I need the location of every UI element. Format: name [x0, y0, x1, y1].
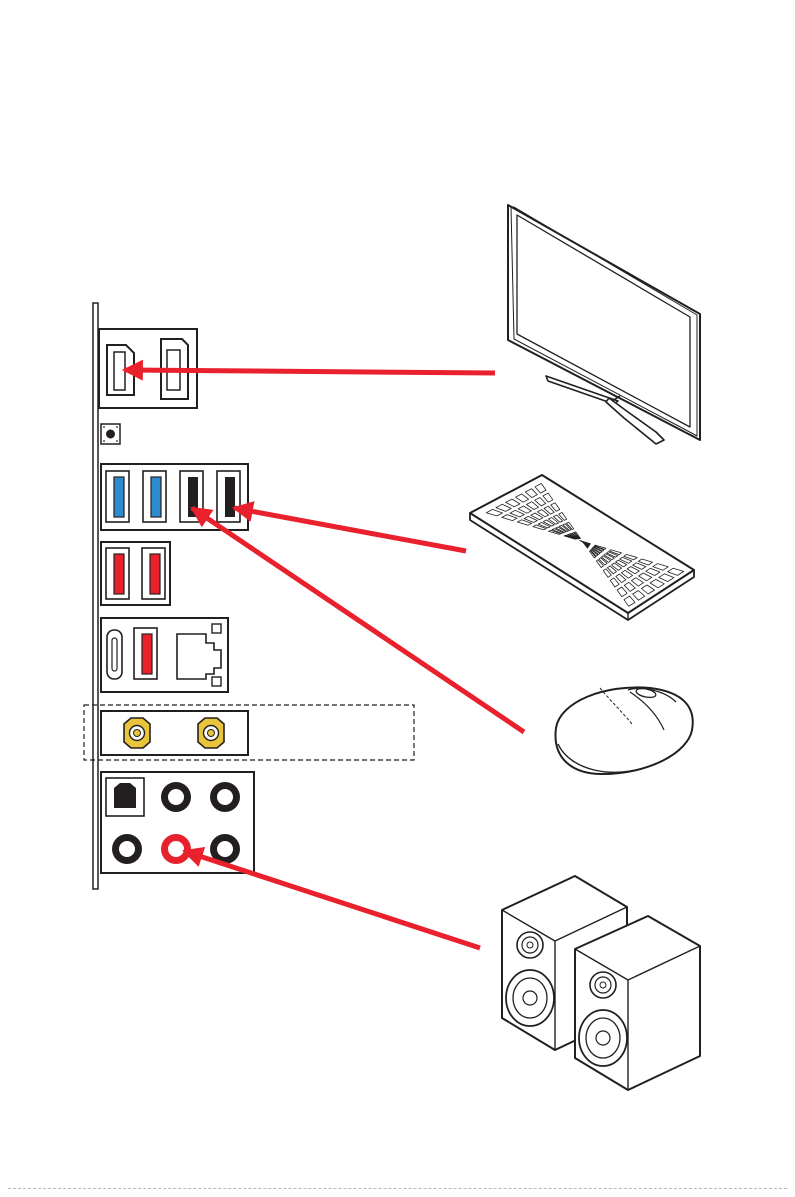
- monitor-to-hdmi-arrow: [124, 370, 495, 373]
- usb-black-port[interactable]: [217, 471, 240, 522]
- monitor-icon: [508, 205, 700, 444]
- page-edge-rule: [8, 1188, 787, 1189]
- mouse-icon: [555, 687, 692, 774]
- usb-red-port[interactable]: [142, 548, 165, 599]
- keyboard-icon: [470, 475, 694, 620]
- keyboard-to-usb-arrow: [234, 508, 466, 551]
- usb-type-c-port[interactable]: [107, 630, 122, 679]
- lan-port[interactable]: [177, 624, 221, 686]
- wifi-antenna-connector[interactable]: [198, 718, 224, 748]
- optical-spdif-port[interactable]: [106, 778, 144, 816]
- audio-jack[interactable]: [161, 782, 191, 812]
- wifi-antenna-block: [84, 705, 414, 760]
- usb-red-port[interactable]: [134, 628, 157, 679]
- wifi-antenna-connector[interactable]: [124, 718, 150, 748]
- clear-cmos-button[interactable]: [101, 424, 120, 444]
- audio-jack[interactable]: [210, 782, 240, 812]
- io-panel: [84, 303, 414, 889]
- usb-lan-block: [101, 618, 228, 692]
- usb-block-red: [101, 542, 170, 605]
- audio-block: [101, 772, 254, 873]
- usb-red-port[interactable]: [106, 548, 129, 599]
- speakers-icon: [502, 876, 700, 1090]
- speaker-right: [575, 916, 700, 1090]
- audio-line-out-jack[interactable]: [161, 834, 191, 864]
- audio-jack[interactable]: [112, 834, 142, 864]
- usb-block-top: [101, 464, 248, 530]
- usb-blue-port[interactable]: [143, 471, 166, 522]
- usb-blue-port[interactable]: [106, 471, 129, 522]
- speakers-to-audio-arrow: [184, 851, 480, 948]
- mouse-to-usb-arrow: [192, 508, 524, 732]
